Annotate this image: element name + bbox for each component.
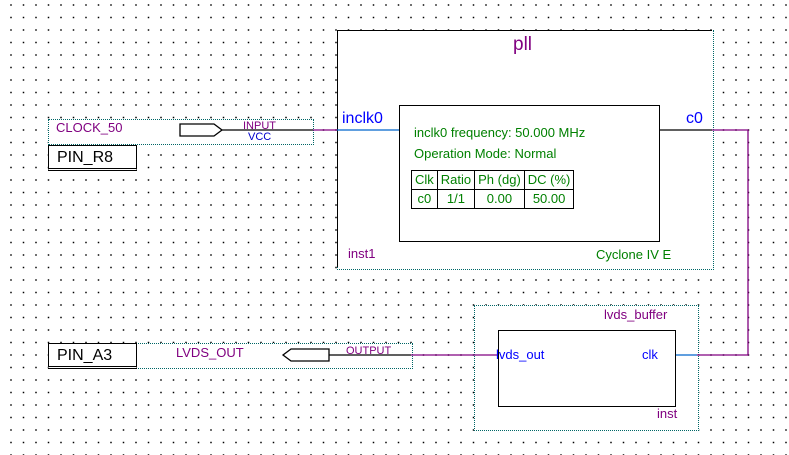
pll-outer-border: [337, 30, 712, 267]
pll-table-cell: 0.00: [474, 189, 525, 209]
input-pin-direction: INPUT: [243, 120, 276, 132]
pll-inner-box: inclk0 frequency: 50.000 MHz Operation M…: [399, 105, 660, 242]
lvds-buffer-title: lvds_buffer: [604, 307, 668, 322]
wire-c0-to-clk: [697, 129, 749, 356]
pll-mode-text: Operation Mode: Normal: [414, 146, 557, 161]
lvds-buffer-body: [498, 330, 676, 407]
pll-table-header: Ph (dg): [474, 170, 525, 190]
pll-table-cell: c0: [411, 189, 438, 209]
pll-table-header: Ratio: [436, 170, 476, 190]
input-signal-name[interactable]: CLOCK_50: [56, 120, 123, 135]
pll-port-c0[interactable]: c0: [686, 110, 703, 127]
pll-instance-name: inst1: [348, 246, 376, 261]
pll-device-family: Cyclone IV E: [596, 247, 672, 262]
pll-table-header: DC (%): [523, 170, 575, 190]
pll-table-row: c0 1/1 0.00 50.00: [411, 189, 575, 209]
lvds-buffer-port-lvds-out[interactable]: lvds_out: [496, 347, 545, 362]
lvds-buffer-port-clk[interactable]: clk: [642, 347, 658, 362]
pll-table-header: Clk: [411, 170, 438, 190]
input-pin-arrow-icon: [179, 123, 224, 137]
input-pin-location-box[interactable]: PIN_R8: [48, 145, 137, 171]
pll-table-cell: 50.00: [523, 189, 575, 209]
output-pin-arrow-icon: [281, 348, 330, 362]
output-pin-location: PIN_A3: [57, 347, 113, 364]
output-pin-direction: OUTPUT: [346, 345, 392, 357]
input-pin-location: PIN_R8: [57, 149, 114, 166]
pll-table-header-row: Clk Ratio Ph (dg) DC (%): [411, 170, 575, 190]
input-pin-default: VCC: [248, 131, 272, 143]
output-signal-name[interactable]: LVDS_OUT: [176, 345, 244, 360]
pll-frequency-text: inclk0 frequency: 50.000 MHz: [414, 125, 586, 140]
pll-title: pll: [513, 34, 533, 55]
output-pin-location-box[interactable]: PIN_A3: [48, 343, 137, 369]
pll-table-cell: 1/1: [436, 189, 476, 209]
pll-clock-table: Clk Ratio Ph (dg) DC (%) c0 1/1 0.00 50.…: [411, 170, 575, 209]
pll-port-inclk0[interactable]: inclk0: [342, 110, 383, 127]
lvds-buffer-instance-name: inst: [657, 406, 678, 421]
